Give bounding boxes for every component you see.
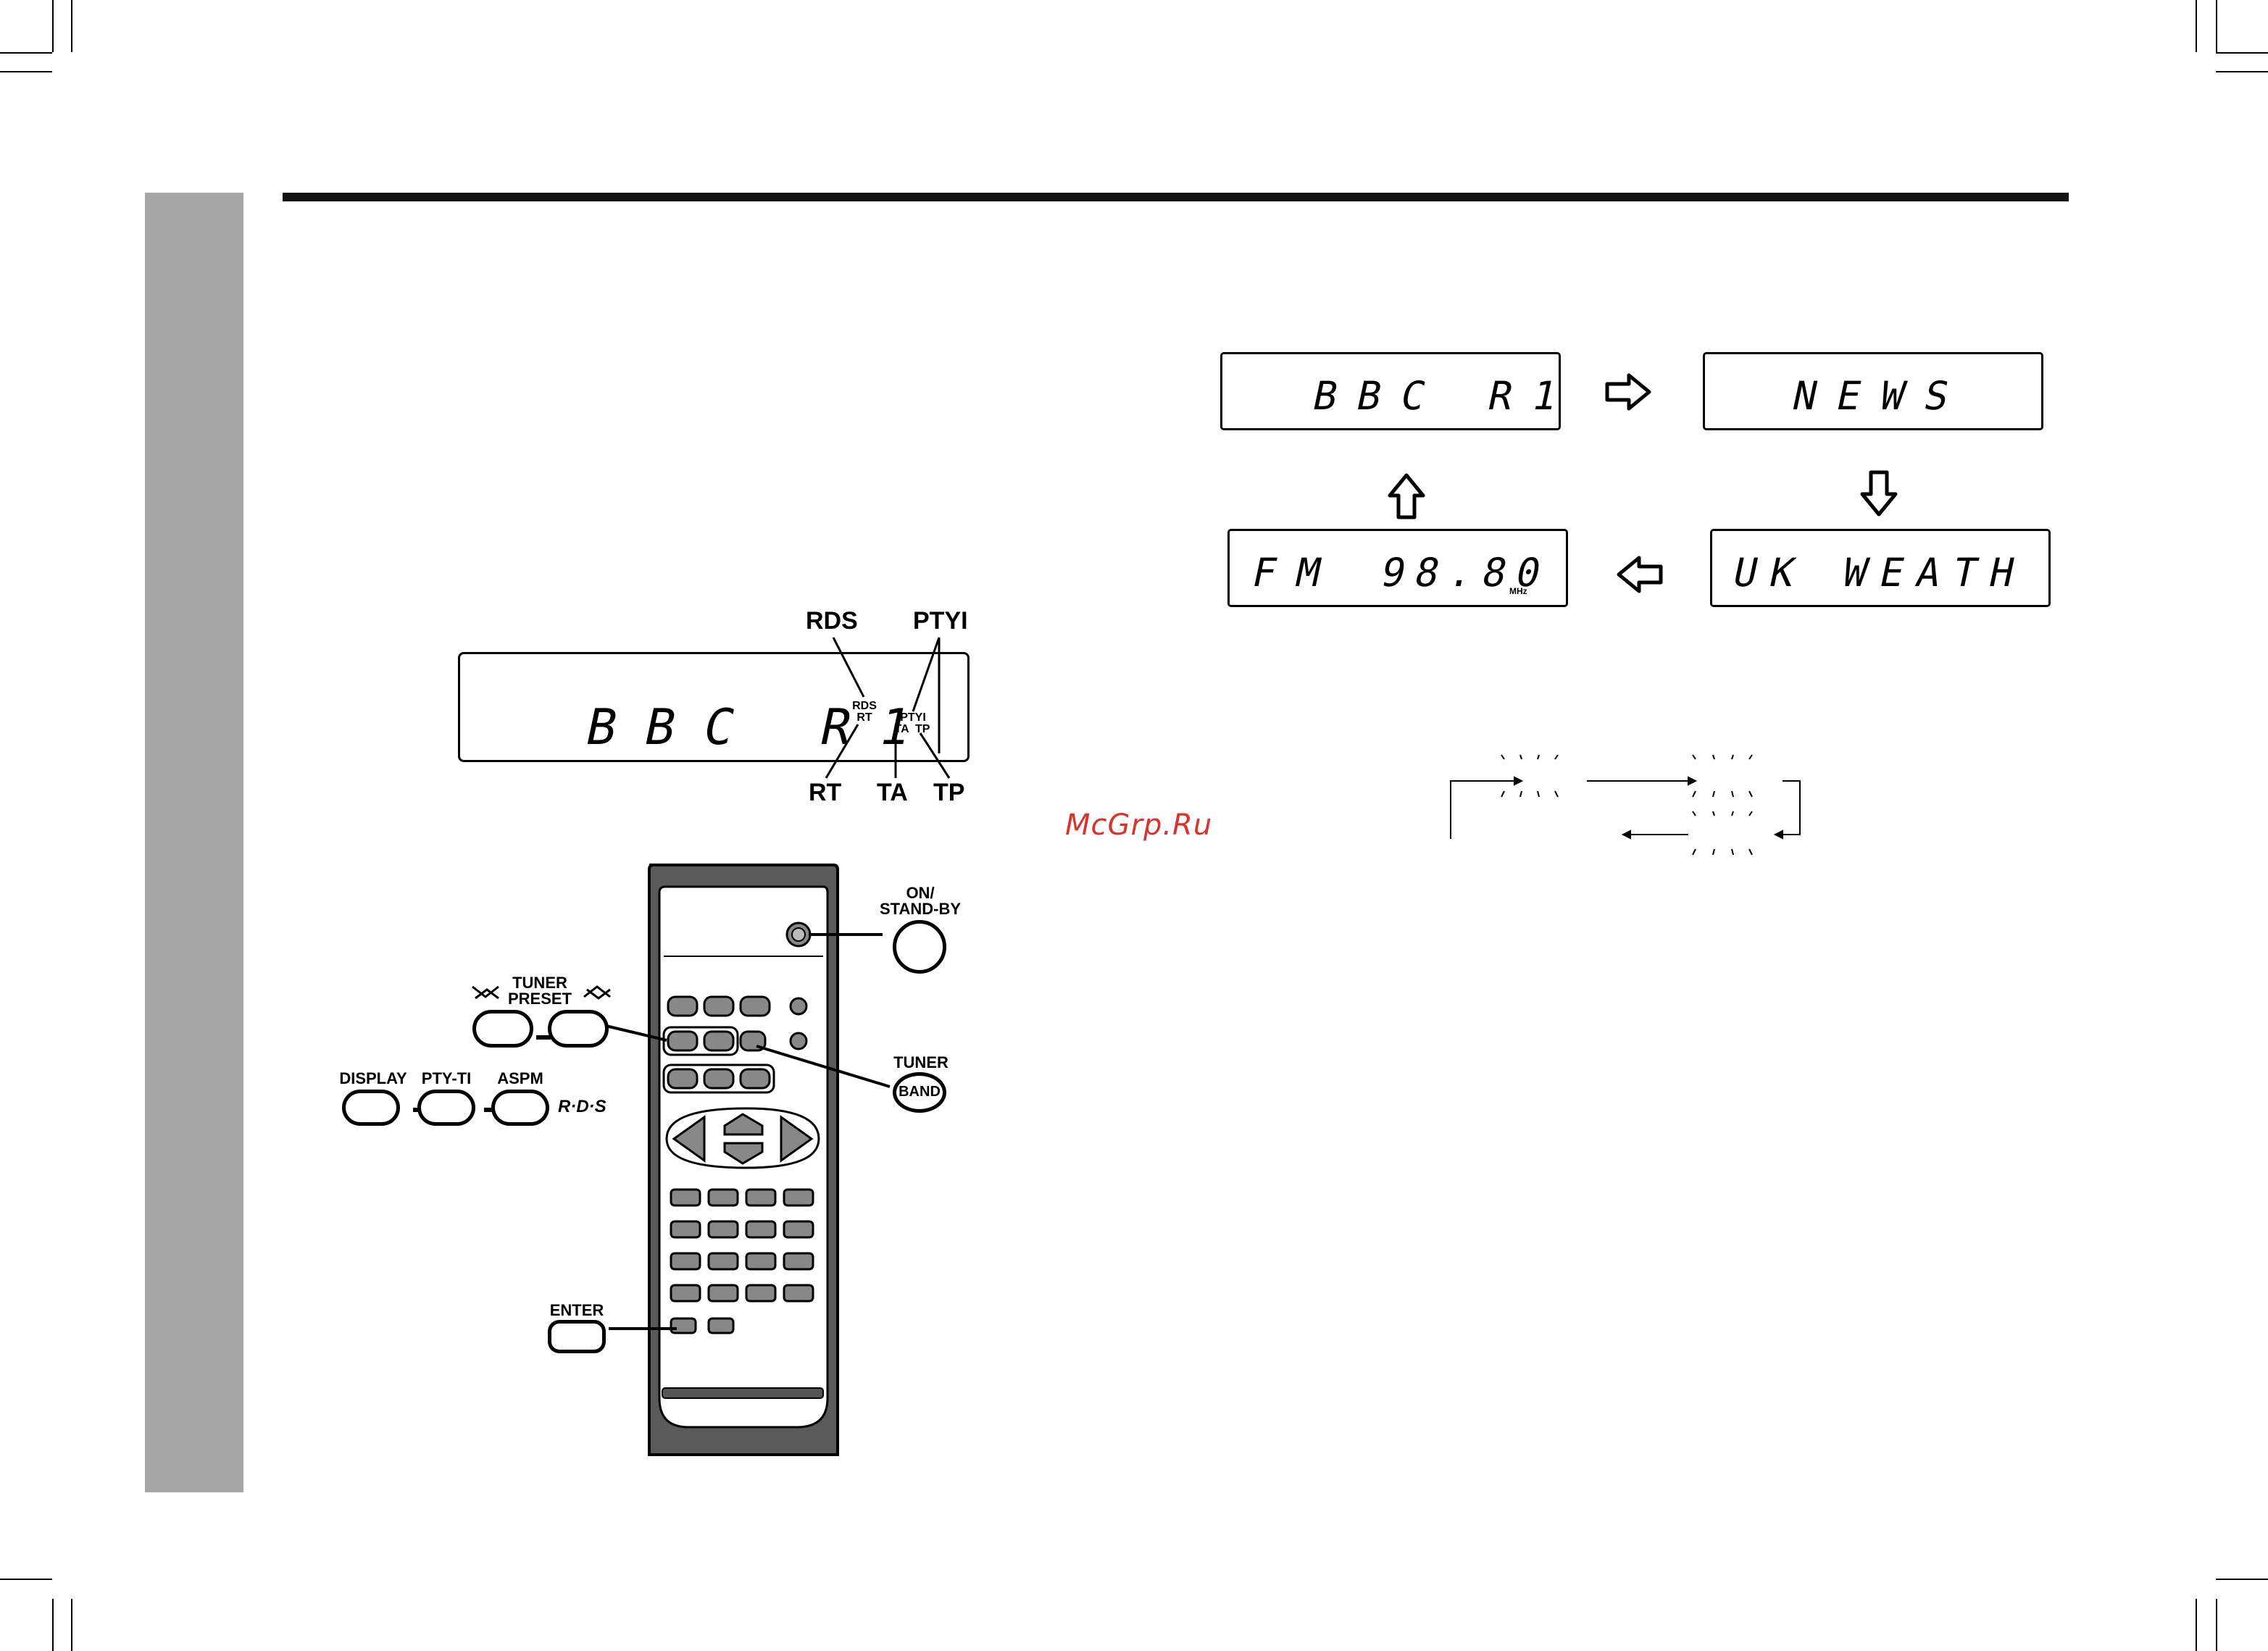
crop-mark	[2196, 0, 2197, 52]
arrow-left-icon	[1613, 555, 1664, 594]
enter-button[interactable]	[548, 1320, 606, 1353]
remote-leader-lines	[0, 0, 1014, 1449]
chevron-up-icon	[581, 982, 613, 1000]
sequence-display-4-band: FM	[1248, 550, 1345, 595]
tuner-preset-up-button[interactable]	[548, 1010, 609, 1048]
rds-logo: R·D·S	[558, 1097, 606, 1117]
flashing-display-loop-diagram	[1442, 746, 1819, 869]
tuner-preset-label: TUNER PRESET	[500, 975, 580, 1007]
crop-mark	[52, 1599, 54, 1651]
sequence-display-4-frequency: 98.80	[1377, 550, 1555, 595]
crop-mark	[2216, 71, 2268, 72]
on-standby-button[interactable]	[893, 920, 946, 974]
crop-mark	[0, 1579, 52, 1580]
tuner-preset-down-button[interactable]	[472, 1010, 533, 1048]
sequence-display-3-text: UK WEATH	[1729, 550, 2031, 595]
tuner-label: TUNER	[888, 1053, 954, 1072]
crop-mark	[2216, 52, 2268, 54]
aspm-button-label: ASPM	[485, 1069, 555, 1088]
pty-ti-button-label: PTY-TI	[410, 1069, 483, 1088]
display-button[interactable]	[342, 1090, 400, 1126]
sequence-display-2-text: NEWS	[1788, 373, 1973, 419]
watermark: McGrp.Ru	[1065, 808, 1212, 842]
arrow-up-icon	[1387, 469, 1426, 520]
crop-mark	[2196, 1599, 2197, 1651]
crop-mark	[2216, 1579, 2268, 1580]
sequence-display-1-text: BBC R1	[1309, 373, 1581, 419]
enter-button-label: ENTER	[543, 1301, 610, 1320]
sequence-display-4-unit: MHz	[1509, 586, 1527, 596]
arrow-down-icon	[1859, 469, 1898, 520]
crop-mark	[2216, 0, 2217, 52]
crop-mark	[2216, 1599, 2217, 1651]
sequence-display-2: NEWS	[1703, 352, 2043, 430]
tuner-band-button[interactable]: BAND	[893, 1072, 946, 1113]
arrow-right-icon	[1604, 372, 1655, 411]
chevron-down-icon	[470, 982, 501, 1000]
crop-mark	[71, 1599, 72, 1651]
band-label: BAND	[896, 1084, 943, 1100]
on-standby-label: ON/ STAND-BY	[877, 885, 964, 917]
sequence-display-3: UK WEATH	[1710, 529, 2051, 607]
sequence-display-1: BBC R1	[1220, 352, 1561, 430]
display-button-label: DISPLAY	[333, 1069, 413, 1088]
pty-ti-button[interactable]	[417, 1090, 475, 1126]
aspm-button[interactable]	[491, 1090, 549, 1126]
sequence-display-4: FM 98.80 MHz	[1227, 529, 1568, 607]
